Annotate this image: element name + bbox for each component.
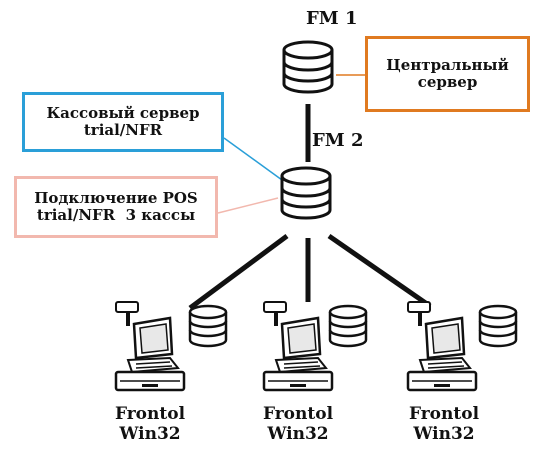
cash-server-line2: trial/NFR [83, 121, 163, 139]
pos-connection-line1: Подключение POS [34, 188, 198, 207]
terminal-3-label: Frontol Win32 [404, 404, 484, 445]
link-fm2-terminal-1 [188, 233, 289, 311]
terminal-3-database-icon [478, 304, 518, 348]
pos-connection-line2: trial/NFR 3 кассы [36, 206, 196, 224]
pointer-cash-server [223, 137, 283, 181]
link-fm2-terminal-3 [327, 233, 432, 309]
cash-server-line1: Кассовый сервер [46, 103, 200, 122]
terminal-1-database-icon [188, 304, 228, 348]
terminal-1-line1: Frontol [114, 404, 186, 424]
central-server-line1: Центральный [386, 55, 509, 74]
cash-server-box: Кассовый сервер trial/NFR [22, 92, 224, 152]
terminal-2-database-icon [328, 304, 368, 348]
pos-connection-box: Подключение POS trial/NFR 3 кассы [14, 176, 218, 238]
terminal-2-label: Frontol Win32 [258, 404, 338, 445]
pos-terminal-3-icon [406, 300, 478, 392]
terminal-3-line2: Win32 [413, 424, 475, 445]
terminal-1-line2: Win32 [119, 424, 181, 445]
central-server-line2: сервер [417, 73, 478, 91]
pos-terminal-1-icon [114, 300, 186, 392]
central-server-box: Центральный сервер [365, 36, 530, 112]
terminal-1-label: Frontol Win32 [110, 404, 190, 445]
fm2-database-icon [280, 166, 332, 220]
fm1-label: FM 1 [306, 8, 358, 29]
pointer-pos-connection [217, 197, 279, 214]
terminal-2-line2: Win32 [267, 424, 329, 445]
fm1-database-icon [282, 40, 334, 94]
terminal-2-line1: Frontol [262, 404, 334, 424]
terminal-3-line1: Frontol [408, 404, 480, 424]
pos-terminal-2-icon [262, 300, 334, 392]
fm2-label: FM 2 [312, 130, 364, 151]
